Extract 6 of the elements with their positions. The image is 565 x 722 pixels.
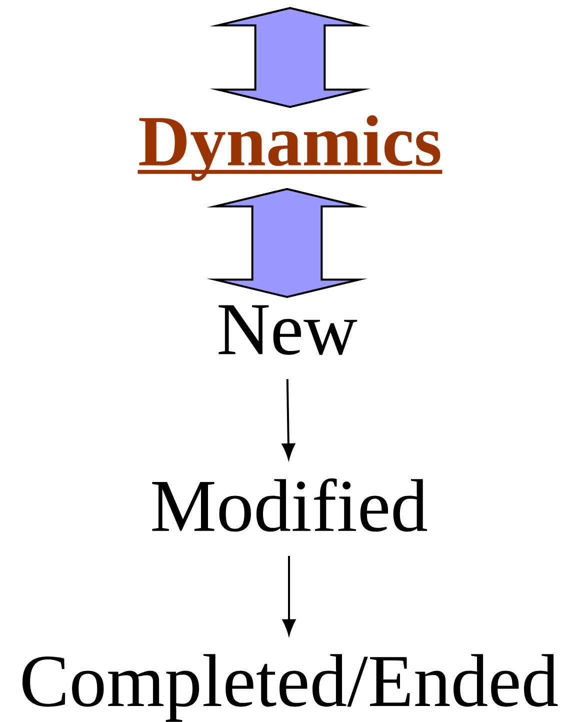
arrow (282, 556, 296, 635)
state-label: Modified (152, 478, 428, 532)
arrow (282, 379, 295, 460)
state-label: New (218, 305, 358, 355)
state-label: Completed/Ended (22, 654, 558, 722)
heading: Dynamics (138, 115, 442, 181)
